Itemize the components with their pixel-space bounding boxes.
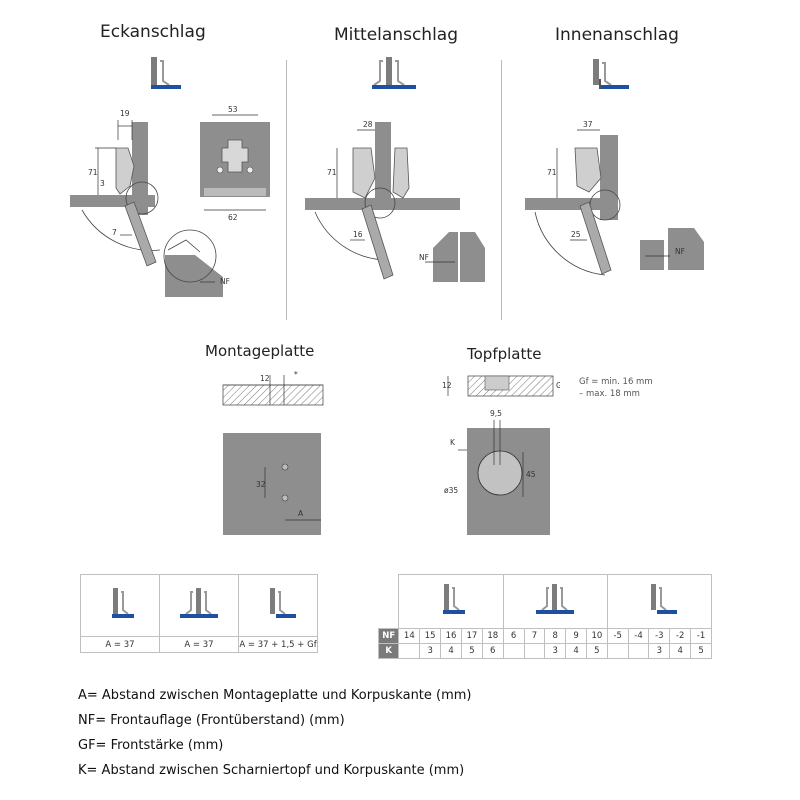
title-innenanschlag: Innenanschlag bbox=[555, 25, 679, 45]
diagram-mittelanschlag: 28 71 16 NF bbox=[305, 120, 485, 282]
table-left-cell-2: A = 37 bbox=[158, 636, 240, 653]
dim-mittel-71: 71 bbox=[327, 168, 337, 177]
dim-topf-9-5: 9,5 bbox=[490, 409, 502, 418]
topf-note-max: – max. 18 mm bbox=[579, 389, 640, 399]
table-right-k-cell: 6 bbox=[481, 643, 504, 659]
title-mittelanschlag: Mittelanschlag bbox=[334, 25, 459, 45]
dim-eck-7: 7 bbox=[112, 228, 117, 237]
table-right-k-cell bbox=[523, 643, 546, 659]
dim-montage-12: 12 bbox=[260, 374, 270, 383]
table-right-nf-label: NF bbox=[377, 628, 400, 644]
diagram-eckanschlag: 19 71 3 7 NF bbox=[70, 109, 230, 297]
table-right-nf-cell: -2 bbox=[669, 628, 692, 644]
table-right-icon-mittel bbox=[502, 574, 608, 629]
diagram-eck-front: 53 62 bbox=[200, 105, 270, 222]
dim-innen-37: 37 bbox=[583, 120, 593, 129]
table-right-nf-cell: -3 bbox=[648, 628, 671, 644]
table-left: A = 37 A = 37 A = 37 + 1,5 + Gf bbox=[80, 574, 318, 653]
table-right-nf-cell: 10 bbox=[585, 628, 608, 644]
dim-innen-25: 25 bbox=[571, 230, 581, 239]
table-right-icon-innen bbox=[606, 574, 713, 629]
table-right-k-cell: 4 bbox=[669, 643, 692, 659]
table-right-k-cell: 3 bbox=[648, 643, 671, 659]
table-right-k-cell: 3 bbox=[419, 643, 442, 659]
legend-gf: GF= Frontstärke (mm) bbox=[78, 738, 224, 753]
title-montageplatte: Montageplatte bbox=[205, 342, 315, 360]
dim-montage-star: * bbox=[294, 370, 298, 379]
dim-topf-35: ø35 bbox=[444, 486, 458, 495]
table-right-nf-cell: -1 bbox=[690, 628, 712, 644]
dim-eck-53: 53 bbox=[228, 105, 238, 114]
topf-section: 12 Gf bbox=[442, 375, 560, 397]
table-right-k-cell: 4 bbox=[565, 643, 587, 659]
dim-innen-71: 71 bbox=[547, 168, 557, 177]
table-right-icon-eck bbox=[398, 574, 504, 629]
table-right-nf-cell: 14 bbox=[398, 628, 421, 644]
table-right-nf-cell: 8 bbox=[544, 628, 567, 644]
table-right-k-cell: 5 bbox=[585, 643, 608, 659]
table-left-icon-innen bbox=[238, 574, 318, 637]
table-right-nf-cell: 6 bbox=[502, 628, 525, 644]
table-right-nf-cell: 16 bbox=[440, 628, 462, 644]
table-right-nf-cell: 18 bbox=[481, 628, 504, 644]
table-right-k-cell: 3 bbox=[544, 643, 567, 659]
dim-innen-nf: NF bbox=[675, 247, 685, 256]
table-right-nf-cell: 15 bbox=[419, 628, 442, 644]
table-left-cell-3: A = 37 + 1,5 + Gf bbox=[238, 636, 318, 653]
title-topfplatte: Topfplatte bbox=[467, 345, 542, 363]
table-right-nf-cell: -4 bbox=[627, 628, 650, 644]
table-right-nf-cell: 9 bbox=[565, 628, 587, 644]
dim-eck-19: 19 bbox=[120, 109, 130, 118]
dim-eck-71: 71 bbox=[88, 168, 98, 177]
table-left-icon-eck bbox=[80, 574, 160, 637]
title-eckanschlag: Eckanschlag bbox=[100, 22, 206, 42]
topf-note-min: Gf = min. 16 mm bbox=[579, 377, 653, 387]
montage-section: 12 * bbox=[222, 370, 324, 406]
topf-plan: 9,5 K 45 ø35 bbox=[444, 409, 550, 535]
diagram-innenanschlag: 37 71 25 NF bbox=[525, 120, 704, 276]
dim-mittel-16: 16 bbox=[353, 230, 363, 239]
icon-mittelanschlag bbox=[372, 57, 416, 89]
legend-a: A= Abstand zwischen Montageplatte und Ko… bbox=[78, 688, 472, 703]
dim-montage-a: A bbox=[298, 509, 304, 518]
table-right-k-cell bbox=[606, 643, 629, 659]
separator-left bbox=[286, 60, 287, 320]
table-right-k-cell bbox=[627, 643, 650, 659]
dim-topf-45: 45 bbox=[526, 470, 536, 479]
legend-nf: NF= Frontauflage (Frontüberstand) (mm) bbox=[78, 713, 345, 728]
icon-eckanschlag bbox=[151, 57, 181, 89]
icon-innenanschlag bbox=[593, 59, 629, 89]
dim-montage-32: 32 bbox=[256, 480, 266, 489]
dim-eck-62: 62 bbox=[228, 213, 238, 222]
dim-topf-gf: Gf bbox=[556, 381, 560, 390]
table-right-nf-cell: -5 bbox=[606, 628, 629, 644]
dim-eck-nf: NF bbox=[220, 277, 230, 286]
table-right-k-cell bbox=[398, 643, 421, 659]
table-left-cell-1: A = 37 bbox=[80, 636, 160, 653]
table-right-nf-cell: 17 bbox=[460, 628, 483, 644]
legend-k: K= Abstand zwischen Scharniertopf und Ko… bbox=[78, 763, 465, 778]
dim-mittel-28: 28 bbox=[363, 120, 373, 129]
dim-topf-k: K bbox=[450, 438, 456, 447]
table-right-k-cell: 5 bbox=[690, 643, 712, 659]
separator-right bbox=[501, 60, 502, 320]
table-right-nf-cell: 7 bbox=[523, 628, 546, 644]
table-right-k-label: K bbox=[377, 643, 400, 659]
table-right-k-cell: 4 bbox=[440, 643, 462, 659]
dim-mittel-nf: NF bbox=[419, 253, 429, 262]
dim-topf-12: 12 bbox=[442, 381, 452, 390]
table-right-k-cell bbox=[502, 643, 525, 659]
table-left-icon-mittel bbox=[158, 574, 240, 637]
dim-eck-3: 3 bbox=[100, 179, 105, 188]
montage-plan: 32 A bbox=[223, 433, 321, 535]
table-right-k-cell: 5 bbox=[460, 643, 483, 659]
